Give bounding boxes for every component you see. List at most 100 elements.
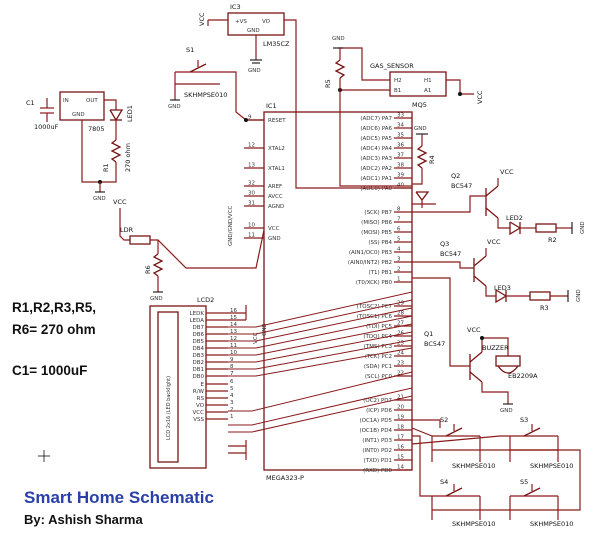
ic1-pin-number: 38 xyxy=(397,163,404,169)
ic1-pin-number: 4 xyxy=(397,247,401,253)
lcd-inner-label: LCD 2x16 (LED backlight) xyxy=(166,376,172,440)
s4-label: S4 xyxy=(440,478,448,486)
ic1-pin-number: 29 xyxy=(397,301,404,307)
ic1-pin-name: (RXD) PD0 xyxy=(363,468,392,474)
lcd-pin-number: 11 xyxy=(230,343,237,349)
ic1-pin-number: 26 xyxy=(397,331,404,337)
ic2-in: IN xyxy=(63,98,69,104)
r3-body xyxy=(529,291,551,301)
c1-label: C1 xyxy=(26,99,35,107)
ic1-pin-name: VCC xyxy=(268,226,280,232)
ic1-pin-name: GND xyxy=(268,236,281,242)
q2-led2-circuit: Q2 BC547 VCC LED2 R2 GND xyxy=(412,168,586,244)
gas-sensor-label: GAS_SENSOR xyxy=(370,62,414,70)
ic3-vcc-label: VCC xyxy=(198,12,206,26)
lcd-screen xyxy=(157,311,179,463)
lcd-pin-name: DB3 xyxy=(192,353,204,359)
notes-line-2: R6= 270 ohm xyxy=(12,322,96,337)
lcd-pin-name: VCC xyxy=(193,410,205,416)
s5-part: SKHMPSE010 xyxy=(530,520,573,528)
power-gnd-label: GND xyxy=(93,196,106,202)
power-supply: IN OUT GND 7805 C1 1000uF LED1 270 ohm R… xyxy=(26,91,134,202)
ic1-pin-name: (T1) PB1 xyxy=(369,270,393,276)
s1-reset-switch: S1 GND SKHMPSE010 xyxy=(168,46,264,122)
r4-circuit: GND R4 xyxy=(412,126,436,208)
lcd-data-bus xyxy=(228,291,413,460)
ic1-pin-number: 8 xyxy=(397,207,401,213)
q2-part: BC547 xyxy=(451,182,472,190)
ic1-pin-name: (ADC0) PA0 xyxy=(360,186,392,192)
s5-label: S5 xyxy=(520,478,528,486)
ic3-vs: +VS xyxy=(235,19,247,25)
ldr-gnd-label: GND xyxy=(150,296,163,302)
ic1-pin-number: 2 xyxy=(397,267,401,273)
ic1-pin-name: (TCK) PC2 xyxy=(365,354,392,360)
ic1-pin-name: (ADC4) PA4 xyxy=(360,146,392,152)
ic1-pin-number: 10 xyxy=(248,223,255,229)
q1-buzzer-circuit: Q1 BC547 VCC BUZZER EB2209A GND xyxy=(412,277,538,414)
lcd-pin-number: 9 xyxy=(230,357,234,363)
ic1-left-pins: 9RESET12XTAL213XTAL132AREF30AVCC31AGND10… xyxy=(244,115,286,242)
lcd-pin-number: 1 xyxy=(230,414,234,420)
ic2-gnd: GND xyxy=(72,112,85,118)
led2-label: LED2 xyxy=(506,214,523,222)
gas-sensor-body xyxy=(389,71,447,97)
ic1-pin-name: (INT0) PD2 xyxy=(362,448,392,454)
lcd-pin-name: E xyxy=(201,382,205,388)
q1-vcc-label: VCC xyxy=(467,326,481,334)
ic1-pin-number: 27 xyxy=(397,321,404,327)
s1-part: SKHMPSE010 xyxy=(184,91,227,99)
lcd-pin-number: 2 xyxy=(230,407,234,413)
ic1-microcontroller: IC1 MEGA323-P 9RESET12XTAL213XTAL132AREF… xyxy=(228,102,413,482)
ic1-pin-name: (ADC1) PA1 xyxy=(360,176,392,182)
gas-vcc-label: VCC xyxy=(476,90,484,104)
ldr-vcc-label: VCC xyxy=(113,198,127,206)
ic1-pin-number: 21 xyxy=(397,395,404,401)
ic1-pin-number: 13 xyxy=(248,163,255,169)
q2-vcc-label: VCC xyxy=(500,168,514,176)
s3-part: SKHMPSE010 xyxy=(530,462,573,470)
led1-label: LED1 xyxy=(126,105,134,122)
ic1-pin-name: (ADC6) PA6 xyxy=(360,126,392,132)
gas-h1: H1 xyxy=(424,78,432,84)
lcd-pin-number: 10 xyxy=(230,350,237,356)
ic1-left-side-label: GND/GND/VCC xyxy=(228,205,234,246)
buzzer-cone xyxy=(497,365,519,374)
gas-sensor-mq5: GAS_SENSOR H2 H1 B1 A1 MQ5 VCC GND R5 xyxy=(324,36,484,187)
ldr-label: LDR xyxy=(120,226,134,234)
c1-value: 1000uF xyxy=(34,123,59,131)
s4-part: SKHMPSE010 xyxy=(452,520,495,528)
r1-value: 270 ohm xyxy=(124,143,132,172)
lcd-pin-number: 16 xyxy=(230,308,237,314)
ic1-ref: IC1 xyxy=(266,102,277,110)
ic1-pin-name: AVCC xyxy=(268,194,283,200)
ic1-pin-name: (SCL) PC0 xyxy=(365,374,393,380)
schematic-title: Smart Home Schematic xyxy=(24,488,214,507)
ic1-pin-name: (SCK) PB7 xyxy=(364,210,392,216)
r2-body xyxy=(535,223,557,233)
lcd-pin-name: DB5 xyxy=(192,339,204,345)
ic1-pin-number: 6 xyxy=(397,227,401,233)
ic1-pin-number: 9 xyxy=(248,115,252,121)
ic1-pin-name: (TDI) PC5 xyxy=(366,324,392,330)
gas-ref: MQ5 xyxy=(412,101,427,109)
lcd-pin-number: 6 xyxy=(230,379,234,385)
ic1-pin-number: 1 xyxy=(397,277,401,283)
ic1-pin-name: (ADC2) PA2 xyxy=(360,166,392,172)
ic1-pin-number: 19 xyxy=(397,415,404,421)
ic1-pin-name: (AIN1/OC0) PB3 xyxy=(349,250,393,256)
ic1-pin-name: (TOSC1) PC6 xyxy=(357,314,393,320)
lcd-pin-number: 15 xyxy=(230,315,237,321)
q3-gnd-label: GND xyxy=(576,289,582,302)
ic1-pin-name: (TMS) PC3 xyxy=(364,344,393,350)
ic1-pin-number: 39 xyxy=(397,173,404,179)
schematic-author: By: Ashish Sharma xyxy=(24,512,143,527)
lcd-pin-name: DB2 xyxy=(192,360,204,366)
gas-gnd-label: GND xyxy=(332,36,345,42)
buzzer-body xyxy=(495,355,521,367)
lcd-pin-number: 8 xyxy=(230,364,234,370)
ic3-part: LM35CZ xyxy=(263,40,290,48)
